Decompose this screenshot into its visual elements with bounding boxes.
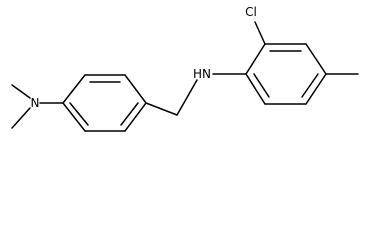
- bond-ch2-to-nh: [176, 79, 198, 116]
- chloro-substituent: Cl: [245, 5, 266, 45]
- atom-label-amine-nh: HN: [193, 67, 211, 81]
- ring-right-bond-6: [245, 73, 266, 105]
- ring-right-double-2: [301, 73, 319, 98]
- bond-ring-to-cl: [254, 21, 266, 45]
- bond-methyl-lower: [11, 107, 31, 129]
- atom-label-chlorine: Cl: [245, 5, 257, 19]
- ring-right-double-3: [253, 73, 270, 98]
- ring-right-bond-3: [305, 43, 327, 75]
- benzene-ring-left: [62, 74, 147, 132]
- methylene-linker: HN: [145, 67, 247, 116]
- ring-right-bond-1: [245, 43, 266, 75]
- benzene-ring-right: [245, 43, 327, 105]
- ring-left-bond-4: [124, 102, 147, 132]
- ring-left-bond-3: [124, 74, 147, 104]
- dimethylamino-group: N: [11, 84, 64, 129]
- bond-ring-to-ch2: [145, 102, 178, 116]
- ring-left-double-2: [120, 102, 139, 126]
- ring-left-bond-1: [62, 74, 86, 104]
- chemical-structure-diagram: N HN Cl: [11, 5, 359, 132]
- atom-label-dimethylamino-n: N: [31, 96, 40, 110]
- ring-left-bond-6: [62, 102, 86, 132]
- ring-left-double-3: [69, 102, 89, 126]
- bond-methyl-upper: [11, 84, 31, 99]
- ring-right-bond-4: [305, 73, 327, 105]
